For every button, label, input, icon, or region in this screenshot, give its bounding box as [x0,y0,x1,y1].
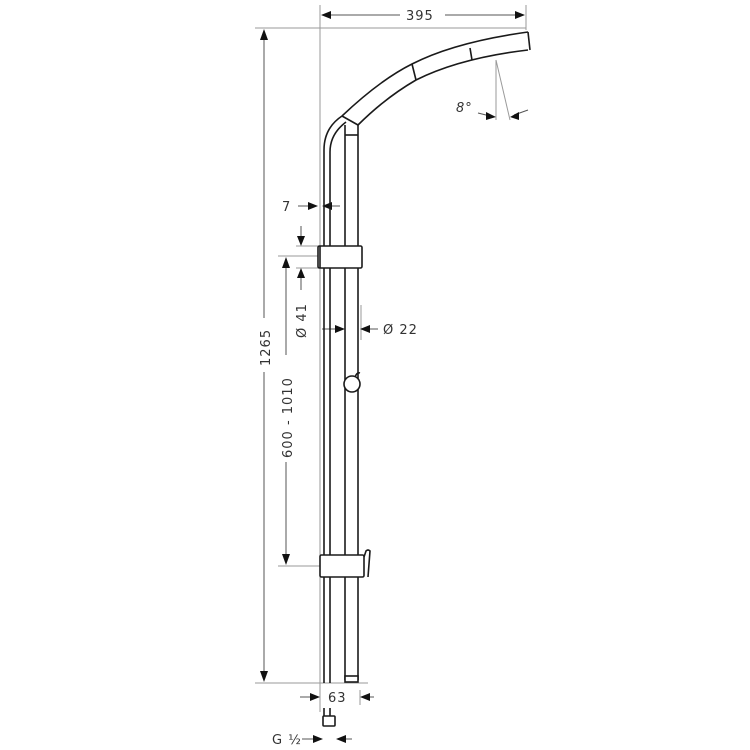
dimension-adjustable-range: 600 - 1010 [281,257,296,565]
dimension-overall-width: 395 [321,9,525,24]
lower-holder [319,549,371,578]
slider-knob [343,372,361,393]
dimension-label-wall-offset: 63 [328,691,347,706]
dimension-label-adjustable-range: 600 - 1010 [281,377,296,458]
hose [323,115,347,683]
dimension-label-spray-angle: 8° [456,101,473,116]
dimension-wall-offset: 63 [300,691,374,706]
dimension-connection-thread: G ½ [272,733,352,748]
upper-holder [317,245,363,269]
dimension-label-overall-height: 1265 [259,329,274,366]
shower-arm [341,31,531,126]
dimension-overall-height: 1265 [259,29,274,682]
dimension-holder-offset: 7 [282,200,340,215]
dimension-label-pipe-diameter: Ø 22 [383,323,418,338]
extension-lines [255,5,527,712]
dimension-pipe-diameter: Ø 22 [322,323,418,338]
dimension-label-connection-thread: G ½ [272,733,302,748]
dimension-label-holder-offset: 7 [282,200,291,215]
connection-nut [322,708,336,727]
rail-pipe [344,125,359,683]
dimension-label-holder-height: Ø 41 [295,303,310,338]
dimension-label-overall-width: 395 [406,9,434,24]
dimension-spray-angle: 8° [456,59,529,121]
dimension-holder-height: Ø 41 [295,226,310,338]
